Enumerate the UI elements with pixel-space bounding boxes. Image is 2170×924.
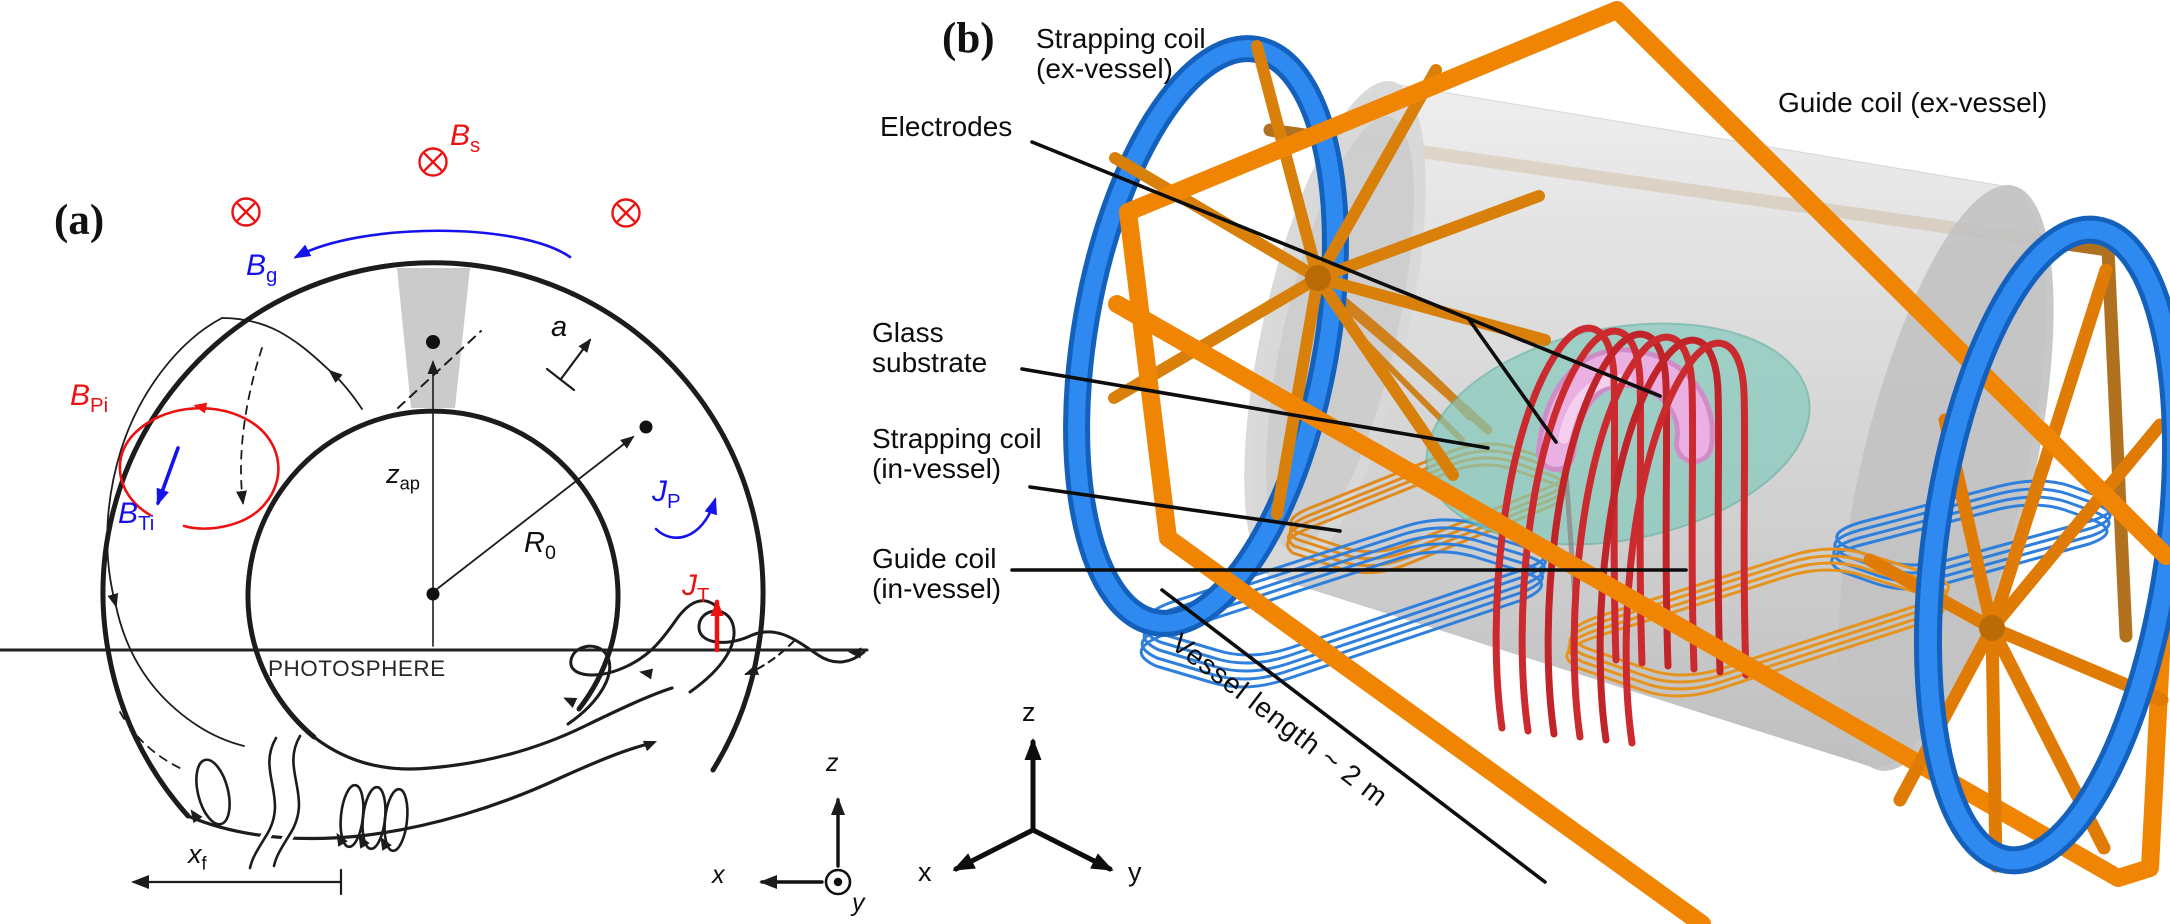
xf-annotation — [131, 868, 343, 896]
panel-b-z-axis-label: z — [1022, 697, 1036, 727]
strapping-in-leader — [1028, 485, 1342, 533]
frame-rail-overlay — [2031, 421, 2170, 565]
strapping-coil-ex-vessel-label: Strapping coil (ex-vessel) — [1036, 23, 1206, 84]
guide-coil-in-vessel-label: Guide coil (in-vessel) — [872, 543, 1002, 604]
panel-b-y-axis-label: y — [1128, 857, 1142, 887]
guide-coil-ex-vessel-frame — [1108, 1, 2170, 924]
minor-radius-annotation — [545, 338, 592, 392]
footpoint-distance-label: xf — [188, 839, 207, 874]
b-guide-label: Bg — [246, 249, 278, 287]
bg-arc-arrow — [293, 229, 572, 259]
y-out-of-page-icon — [824, 868, 852, 896]
left-end-spokes — [1108, 40, 1551, 520]
panel-b-axes — [952, 738, 1114, 872]
bpi-poloidal-loop — [118, 406, 280, 530]
minor-radius-label: a — [551, 311, 568, 343]
center-dot — [426, 587, 440, 601]
panel-a-axes — [759, 797, 852, 896]
panel-a-drawing — [0, 147, 869, 896]
apex-dot — [426, 335, 440, 349]
photosphere-label: PHOTOSPHERE — [268, 656, 446, 681]
electrodes-leader — [1030, 140, 1662, 398]
strapping-coil-in-vessel-label: Strapping coil (in-vessel) — [872, 423, 1042, 484]
panel-b-x-axis-label: x — [918, 857, 932, 887]
r0-end-dot — [639, 420, 653, 434]
electrodes-label: Electrodes — [880, 111, 1013, 142]
rope-break-marks — [245, 731, 305, 873]
flux-rope-outer-edge — [100, 260, 766, 819]
b-into-page-icon — [231, 197, 261, 227]
vessel-length-line — [1160, 588, 1547, 884]
z-apex-label: zap — [386, 459, 420, 494]
bti-arrow — [156, 446, 180, 506]
left-hub — [1305, 265, 1331, 291]
b-poloidal-internal-label: BPi — [70, 379, 109, 417]
panel-a-x-axis-label: x — [712, 861, 725, 889]
r0-arrow — [436, 435, 635, 590]
b-into-page-icons — [231, 147, 641, 228]
major-radius-label: R0 — [524, 527, 556, 564]
guide-coil-ex-vessel-label: Guide coil (ex-vessel) — [1778, 87, 2048, 118]
b-strapping-label: Bs — [450, 119, 481, 157]
field-line — [106, 317, 482, 771]
electrodes-leader-branch — [1466, 316, 1558, 444]
small-arrowheads — [190, 402, 862, 851]
right-hub — [1979, 615, 2005, 641]
leader-lines — [1010, 140, 1688, 884]
b-toroidal-internal-label: BTi — [118, 497, 155, 535]
glass-substrate-leader — [1020, 367, 1490, 450]
b-into-page-icon — [418, 147, 448, 177]
b-into-page-icon — [611, 198, 641, 228]
panel-a-z-axis-label: z — [826, 749, 839, 777]
panel-a-y-axis-label: y — [852, 889, 865, 917]
j-toroidal-label: JT — [682, 569, 710, 607]
j-poloidal-label: JP — [652, 475, 681, 513]
glass-substrate-label: Glass substrate — [872, 317, 988, 378]
panel-b-drawing — [952, 1, 2170, 924]
panel-b-tag: (b) — [942, 15, 995, 62]
flux-rope-inner-edge — [245, 408, 621, 740]
panel-a-tag: (a) — [54, 197, 105, 244]
rope-twist-rings — [195, 758, 409, 853]
jp-arc-arrow — [654, 497, 717, 539]
